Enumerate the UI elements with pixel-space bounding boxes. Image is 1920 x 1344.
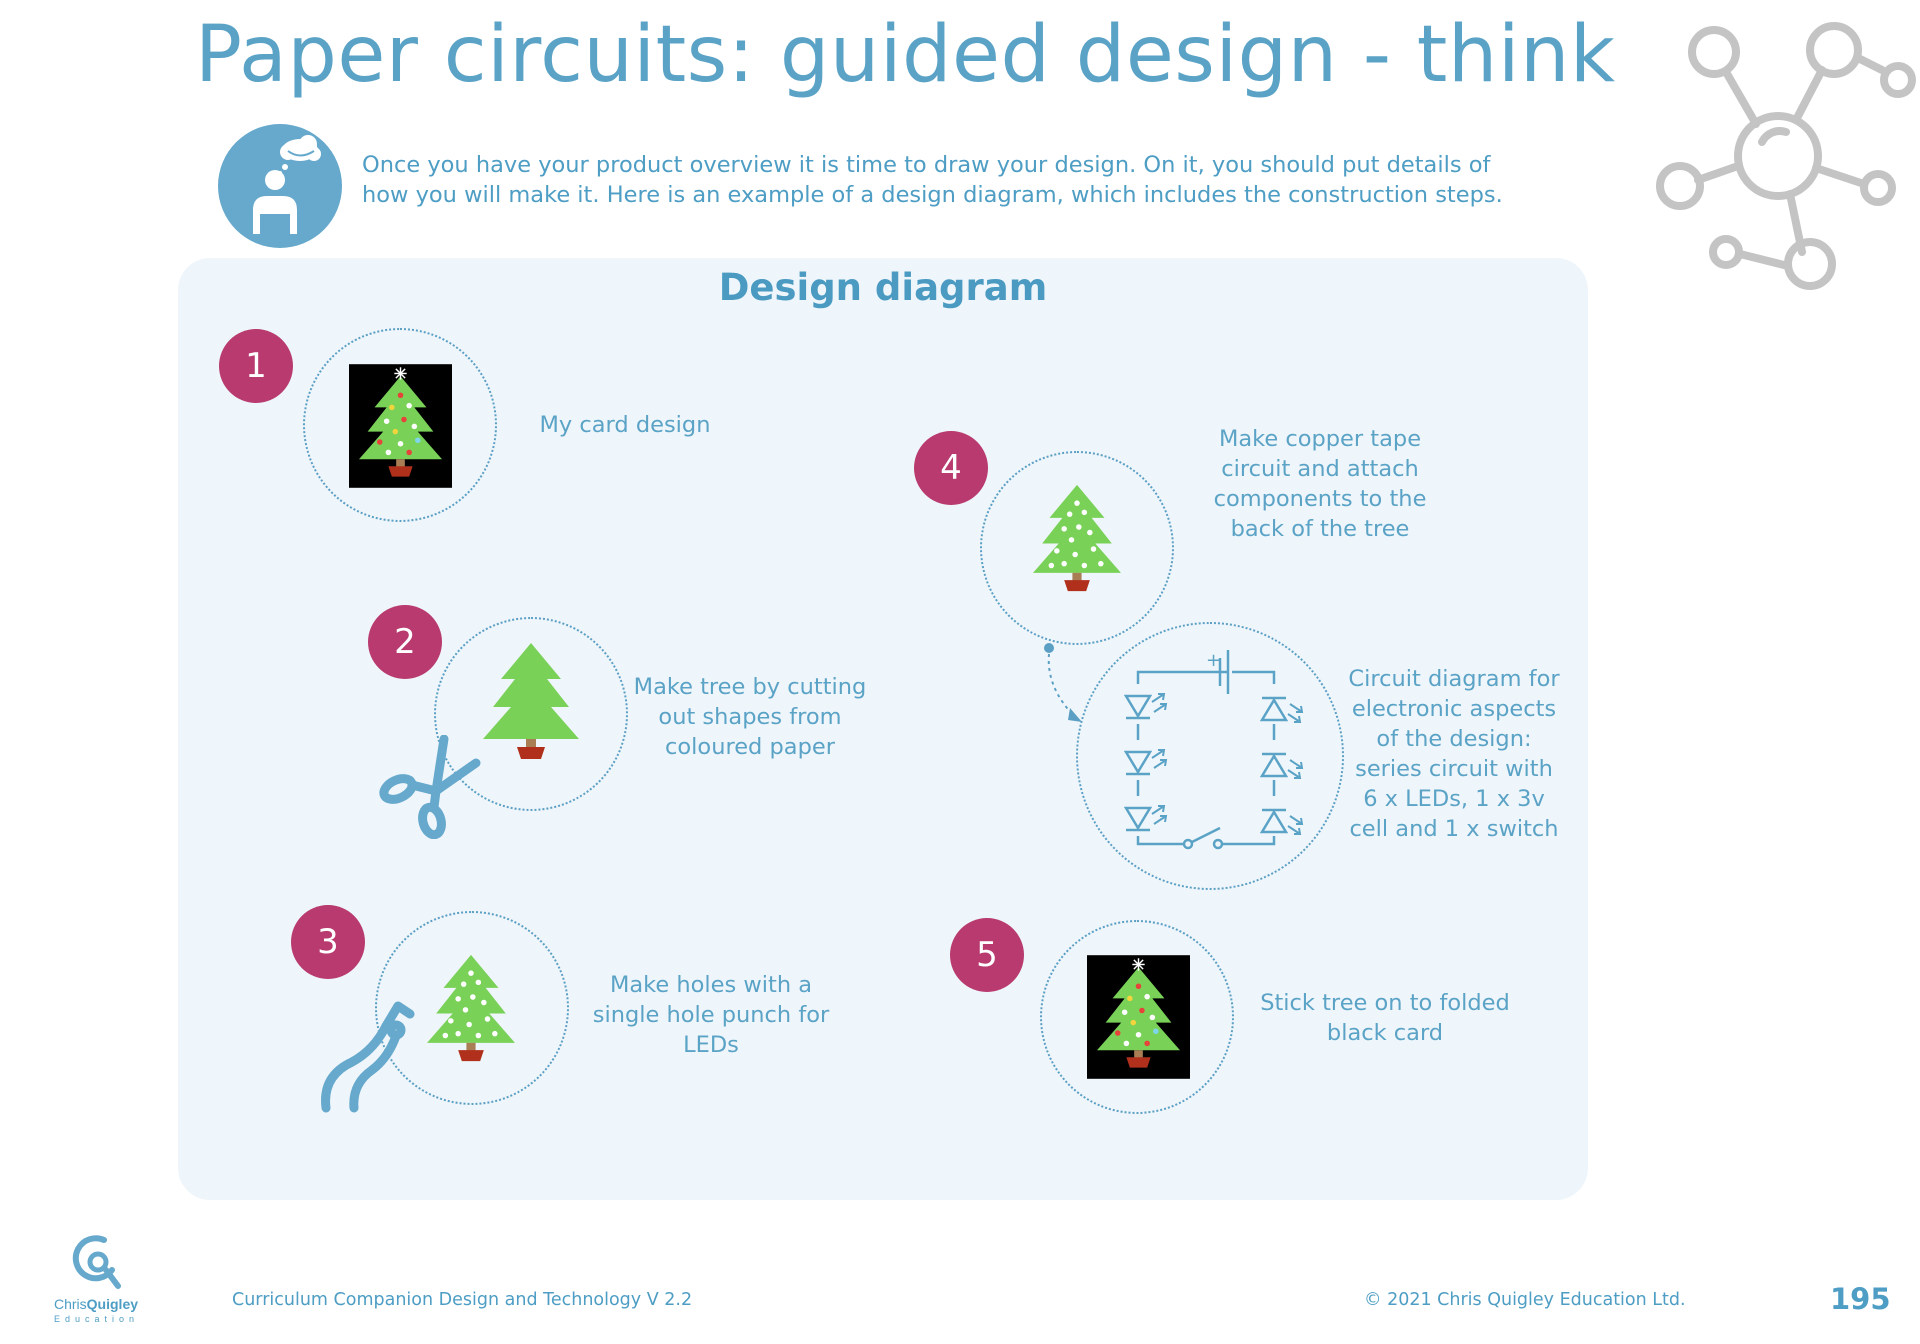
step-3-ring xyxy=(375,911,569,1105)
finished-card-image xyxy=(1087,955,1190,1079)
footer-copyright: © 2021 Chris Quigley Education Ltd. xyxy=(1364,1290,1686,1310)
step-2-ring xyxy=(434,617,628,811)
step-5-label: Stick tree on to folded black card xyxy=(1260,990,1510,1046)
intro-text: Once you have your product overview it i… xyxy=(362,152,1503,208)
tree-copper-back-image xyxy=(1030,483,1124,593)
brand-sub: Education xyxy=(54,1314,140,1324)
circuit-ring xyxy=(1076,622,1344,890)
brand-name: ChrisQuigley xyxy=(54,1296,138,1312)
step-1-label: My card design xyxy=(539,412,711,438)
step-1-ring xyxy=(303,328,497,522)
thinking-person-icon xyxy=(218,124,342,248)
battery-plus-sign: + xyxy=(1206,650,1221,671)
step-1-badge: 1 xyxy=(219,329,293,403)
page-number: 195 xyxy=(1830,1282,1891,1316)
step-3-label: Make holes with a single hole punch for … xyxy=(592,972,830,1058)
page-title: Paper circuits: guided design - think xyxy=(195,10,1616,100)
brand-logo-icon xyxy=(66,1230,126,1294)
panel-title: Design diagram xyxy=(718,266,1048,309)
tree-with-holes-image xyxy=(424,953,518,1063)
brand-name-second: Quigley xyxy=(86,1296,139,1312)
step-4-label: Make copper tape circuit and attach comp… xyxy=(1213,426,1427,542)
connector-arrow xyxy=(1040,640,1090,726)
footer-left-text: Curriculum Companion Design and Technolo… xyxy=(232,1290,693,1310)
step-4-ring xyxy=(980,451,1174,645)
plain-tree-image xyxy=(478,641,584,761)
brand-name-first: Chris xyxy=(54,1296,87,1312)
step-3-badge: 3 xyxy=(291,905,365,979)
card-design-image xyxy=(349,364,452,488)
step-5-ring xyxy=(1040,920,1234,1114)
step-2-label: Make tree by cutting out shapes from col… xyxy=(633,674,867,760)
network-hub-icon xyxy=(1636,8,1920,298)
scissors-icon xyxy=(376,734,482,840)
circuit-label: Circuit diagram for electronic aspects o… xyxy=(1348,666,1560,842)
circuit-diagram: + xyxy=(1124,636,1324,854)
step-2-badge: 2 xyxy=(368,605,442,679)
step-4-badge: 4 xyxy=(914,431,988,505)
step-5-badge: 5 xyxy=(950,918,1024,992)
hole-punch-icon xyxy=(316,996,416,1114)
